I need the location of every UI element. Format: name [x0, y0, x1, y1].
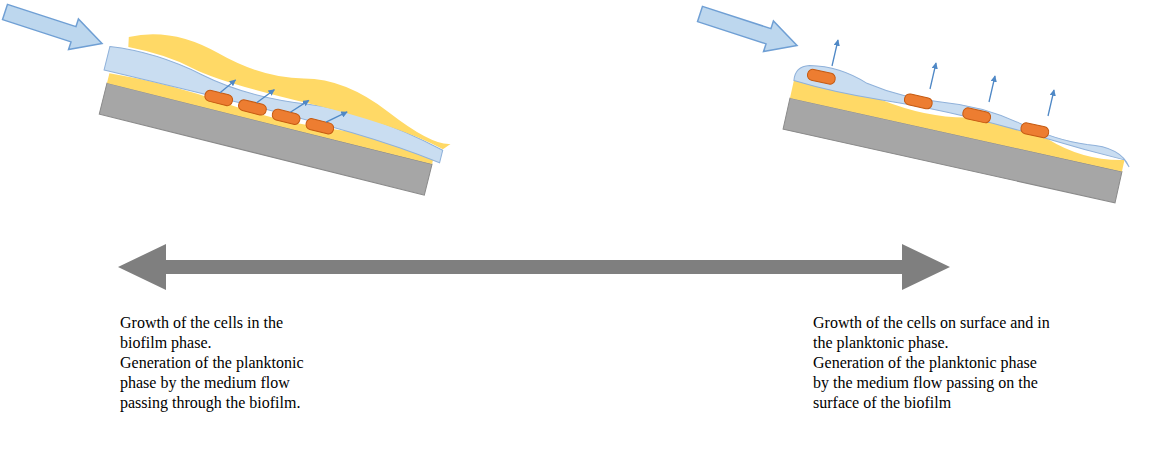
release-arrow — [326, 108, 347, 127]
bacterial-cell — [238, 99, 268, 116]
bacterial-cell — [903, 93, 933, 110]
release-arrow — [1048, 90, 1054, 116]
medium-flow — [102, 45, 448, 163]
flow-arrow — [0, 0, 107, 59]
bacterial-cell — [1020, 122, 1050, 139]
caption-column: Growth of the cells on surface and in th… — [813, 313, 1055, 413]
biofilm-layer — [121, 25, 460, 150]
release-arrow — [220, 77, 236, 95]
release-arrow — [989, 76, 995, 102]
description-text: Growth of the cells on surface and in th… — [813, 313, 1055, 353]
release-arrow — [930, 63, 936, 89]
bacterial-cell — [271, 108, 301, 125]
flow-arrow — [695, 0, 802, 61]
spectrum-arrow — [118, 244, 950, 290]
bacterial-cell — [806, 68, 836, 85]
description-text: Generation of the planktonic phase by th… — [813, 353, 1055, 413]
medium-flow — [791, 61, 1136, 167]
description-text: Growth of the cells in the biofilm phase… — [120, 313, 320, 353]
bacterial-cell — [962, 107, 992, 124]
flow-arrow-shape — [695, 0, 802, 61]
biofilm-right — [783, 61, 1136, 204]
description-text: Generation of the planktonic phase by th… — [120, 353, 320, 413]
caption-column: Growth of the cells in the biofilm phase… — [120, 313, 320, 413]
release-arrow — [290, 97, 308, 116]
release-arrow — [257, 86, 275, 106]
release-arrow — [832, 40, 838, 66]
bacterial-cell — [204, 89, 234, 106]
flow-arrow-shape — [0, 0, 107, 59]
biofilm-left — [93, 22, 459, 199]
